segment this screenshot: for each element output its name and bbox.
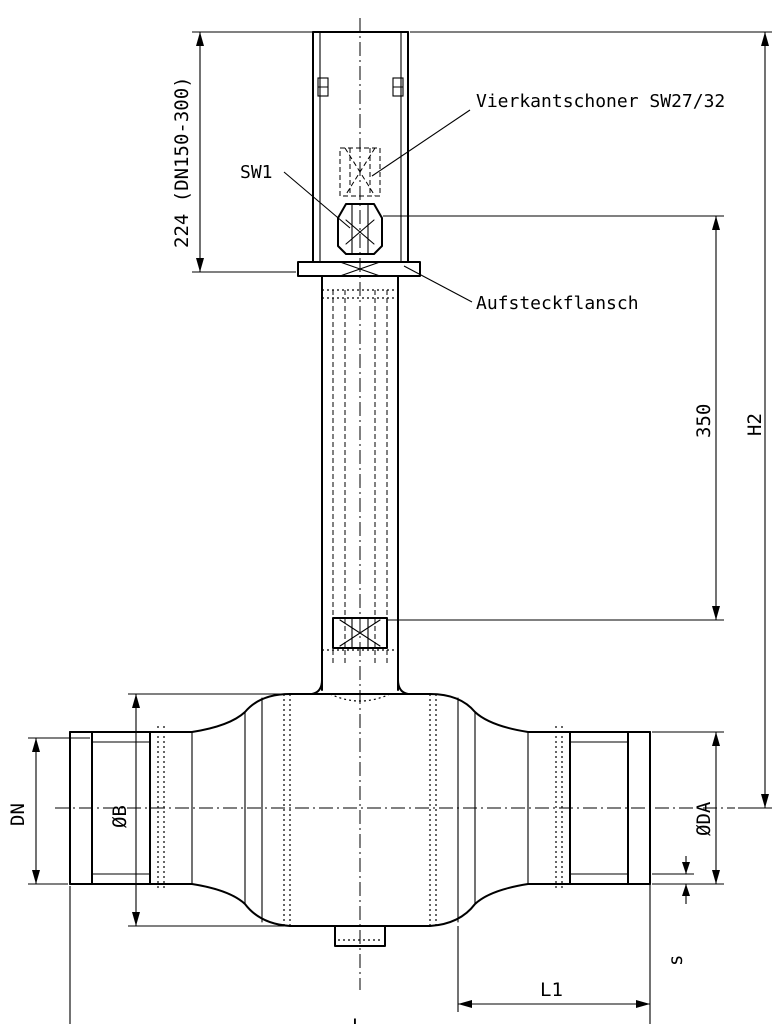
sw1-label: SW1 <box>240 162 273 183</box>
dim-da-label: ØDA <box>693 801 715 836</box>
dimension-dn: DN <box>7 737 90 885</box>
dimension-350: 350 <box>383 215 724 621</box>
dimension-224: 224 (DN150-300) <box>171 31 312 273</box>
dimension-l1: L1 <box>457 884 651 1024</box>
dimension-h2: H2 <box>410 31 772 809</box>
callout-vierkantschoner: Vierkantschoner SW27/32 <box>371 91 725 177</box>
dim-350-label: 350 <box>693 404 715 438</box>
callout-sw1: SW1 <box>240 162 351 229</box>
dimension-s: s <box>652 856 694 966</box>
extension-stem <box>311 275 409 702</box>
dim-224-label: 224 (DN150-300) <box>171 76 193 248</box>
square-protector <box>339 147 381 197</box>
mounting-flange <box>297 261 421 277</box>
callout-aufsteckflansch: Aufsteckflansch <box>403 265 639 314</box>
dim-l-label: L <box>352 1015 363 1024</box>
dim-b-label: ØB <box>109 805 131 828</box>
dim-dn-label: DN <box>7 803 29 826</box>
sw1-nut <box>337 203 383 255</box>
dim-h2-label: H2 <box>744 413 766 436</box>
dim-s-label: s <box>665 955 687 966</box>
vierkantschoner-label: Vierkantschoner SW27/32 <box>476 91 725 112</box>
center-lines <box>55 18 735 990</box>
aufsteckflansch-label: Aufsteckflansch <box>476 293 639 314</box>
dim-l1-label: L1 <box>540 979 563 1001</box>
dimension-l: L <box>69 886 363 1024</box>
valve-body <box>69 693 651 947</box>
extension-sleeve <box>312 31 409 263</box>
dimension-b: ØB <box>109 693 284 927</box>
